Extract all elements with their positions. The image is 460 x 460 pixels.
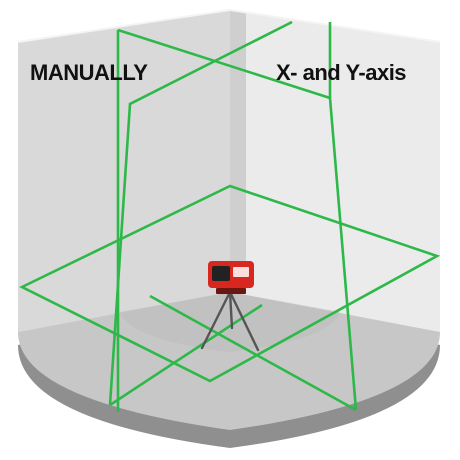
- tripod-icon: [200, 290, 260, 352]
- vertical-laser-line-2: [108, 20, 293, 406]
- tripod-leg-left: [200, 290, 232, 350]
- device-label-plate: [233, 267, 249, 277]
- mode-label-manually: MANUALLY: [30, 60, 148, 85]
- floor-laser-line-1: [109, 303, 263, 407]
- device-window: [212, 266, 230, 281]
- axis-label: X- and Y-axis: [276, 60, 407, 85]
- tripod-leg-right: [228, 290, 260, 352]
- left-wall: [18, 10, 230, 332]
- horizontal-laser-plane: [19, 184, 441, 383]
- laser-lines: [19, 20, 441, 412]
- corner-shade: [230, 10, 246, 294]
- floor-laser-line-2: [149, 294, 357, 412]
- tripod-leg-center: [228, 290, 234, 330]
- wall-top-edge: [17, 8, 441, 43]
- floor-inner-shade: [120, 292, 340, 352]
- laser-level-icon: [208, 261, 254, 294]
- device-base: [216, 288, 246, 294]
